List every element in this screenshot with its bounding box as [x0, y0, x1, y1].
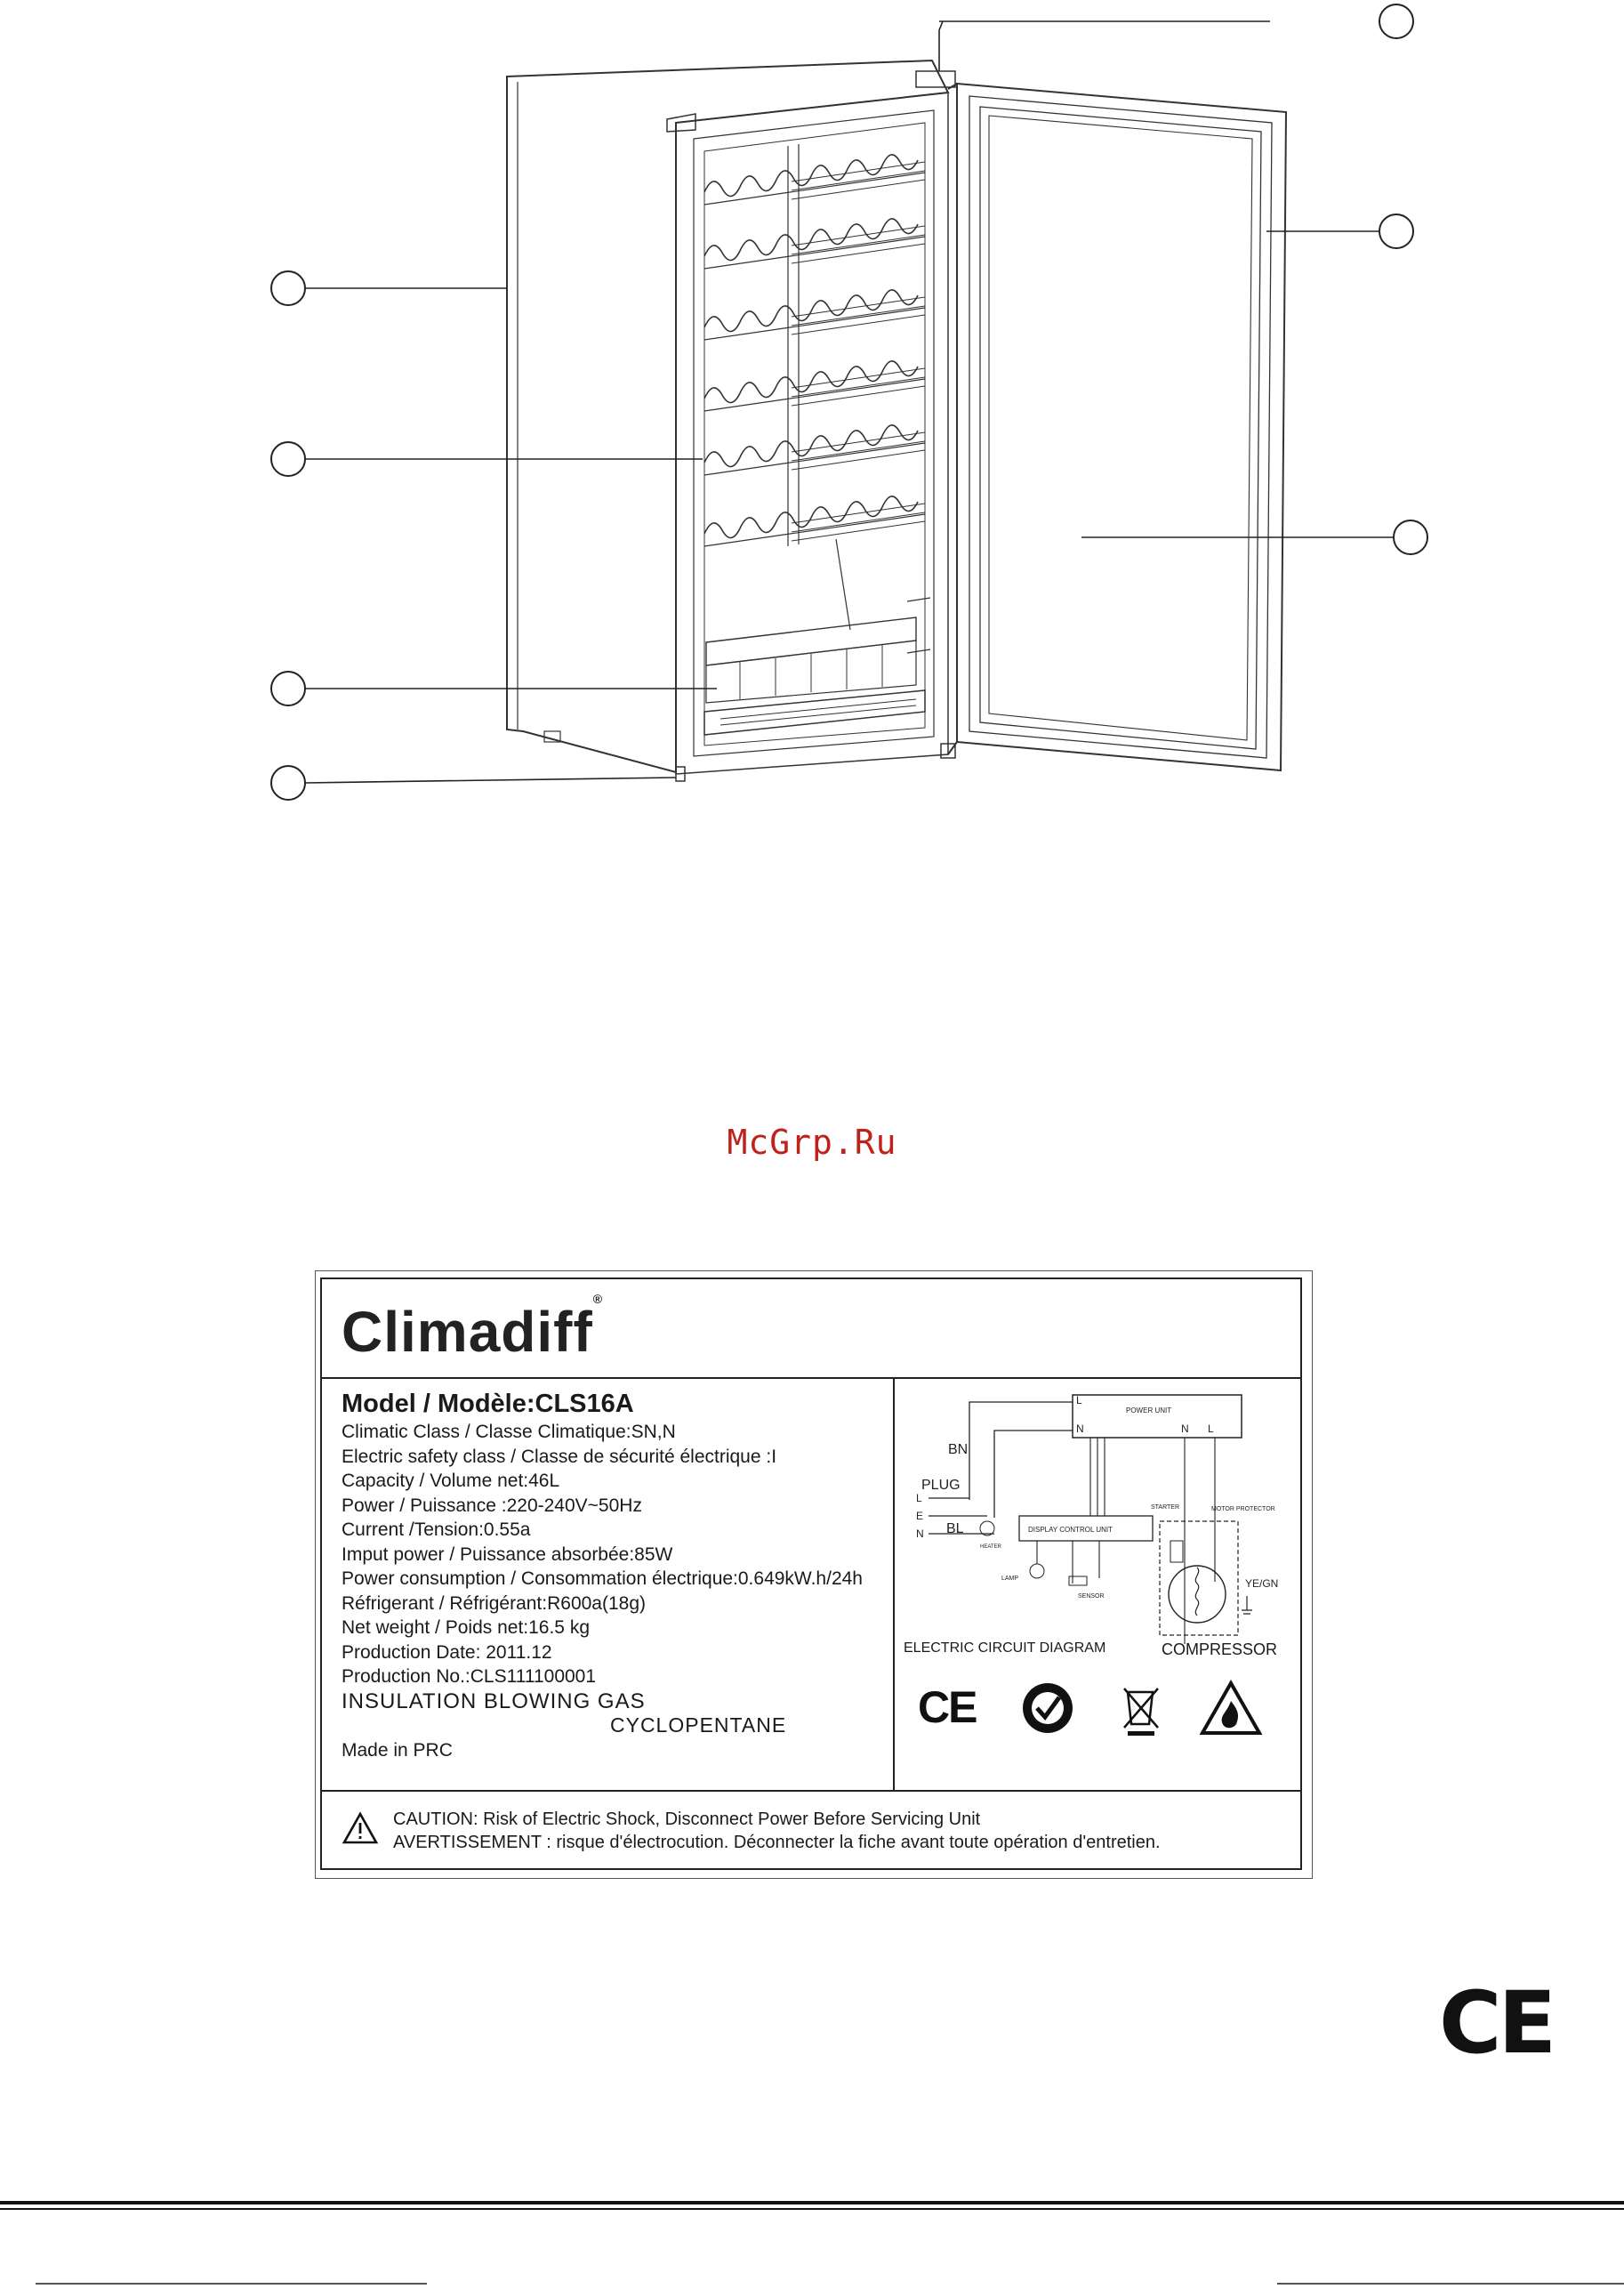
callout-7 [270, 765, 677, 801]
glass-door [947, 82, 1288, 772]
plug-label: PLUG [921, 1478, 961, 1493]
wine-rack-shelf [703, 218, 926, 270]
caution-french: AVERTISSEMENT : risque d'électrocution. … [393, 1833, 1161, 1852]
footer-rule-thin [0, 2208, 1624, 2210]
warning-triangle-icon [342, 1811, 379, 1844]
wine-rack-shelf [703, 424, 926, 476]
production-no: Production No.:CLS111100001 [342, 1666, 597, 1687]
display-control-label: DISPLAY CONTROL UNIT [1028, 1526, 1113, 1534]
power-unit-n: N [1076, 1423, 1084, 1435]
input-power: Imput power / Puissance absorbée:85W [342, 1543, 673, 1565]
power-unit-out-n: N [1181, 1423, 1189, 1435]
footer-rule-left [36, 2283, 427, 2285]
callout-3 [1081, 520, 1428, 555]
current: Current /Tension:0.55a [342, 1519, 531, 1540]
caution-english: CAUTION: Risk of Electric Shock, Disconn… [393, 1809, 981, 1829]
wine-racks [703, 144, 926, 547]
ce-mark-icon: CE [918, 1682, 978, 1732]
wire-bn: BN [948, 1442, 968, 1457]
wine-rack-shelf [703, 360, 926, 412]
callout-4 [270, 270, 507, 306]
wine-rack-shelf [703, 289, 926, 341]
power-unit-label: POWER UNIT [1126, 1406, 1171, 1415]
circuit-panel: POWER UNIT L N N L BN BL PLUG L E N HEAT… [895, 1377, 1302, 1790]
plug-l: L [916, 1492, 922, 1504]
wine-rack-shelf [703, 154, 926, 206]
motor-protector-label: MOTOR PROTECTOR [1211, 1506, 1275, 1512]
lamp-label: LAMP [1001, 1576, 1018, 1582]
insulation-gas-value: CYCLOPENTANE [610, 1713, 787, 1737]
callout-5 [270, 441, 703, 477]
circuit-diagram: POWER UNIT L N N L BN BL PLUG L E N HEAT… [916, 1394, 1278, 1736]
footer-rule-right [1277, 2283, 1624, 2285]
plug-n: N [916, 1527, 924, 1540]
wire-bl: BL [946, 1521, 964, 1536]
capacity: Capacity / Volume net:46L [342, 1471, 560, 1491]
ce-mark-text: CE [918, 1682, 977, 1732]
footer-rule-thick [0, 2201, 1624, 2204]
callout-2 [1266, 214, 1414, 249]
production-date: Production Date: 2011.12 [342, 1641, 552, 1663]
power-unit-out-l: L [1208, 1423, 1214, 1435]
brand-logo: Climadiff® [342, 1292, 603, 1365]
rating-label: Climadiff® Model / Modèle:CLS16A Climati… [320, 1277, 1302, 1870]
watermark: McGrp.Ru [727, 1123, 897, 1162]
power-consumption: Power consumption / Consommation électri… [342, 1568, 863, 1589]
refrigerant: Réfrigerant / Réfrigérant:R600a(18g) [342, 1592, 647, 1614]
conformity-check-icon [1023, 1683, 1073, 1733]
footer-ce-mark: CE [1439, 1973, 1556, 2073]
safety-class: Electric safety class / Classe de sécuri… [342, 1446, 777, 1467]
net-weight: Net weight / Poids net:16.5 kg [342, 1617, 590, 1638]
sensor-label: SENSOR [1078, 1593, 1105, 1600]
flammable-warning-icon [1199, 1679, 1263, 1735]
callout-6 [270, 671, 717, 706]
model-line: Model / Modèle:CLS16A [342, 1390, 634, 1418]
plug-e: E [916, 1510, 923, 1522]
specs-panel: Model / Modèle:CLS16A Climatic Class / C… [322, 1377, 895, 1790]
circuit-title: ELECTRIC CIRCUIT DIAGRAM [904, 1640, 1106, 1656]
registered-mark: ® [592, 1292, 604, 1306]
heater-label: HEATER [980, 1544, 1002, 1550]
insulation-gas-label: INSULATION BLOWING GAS [342, 1689, 646, 1713]
wine-cooler-diagram [270, 4, 1428, 801]
power-unit-l: L [1076, 1394, 1082, 1406]
power: Power / Puissance :220-240V~50Hz [342, 1495, 642, 1516]
label-frame [315, 1270, 1313, 1879]
callout-1 [938, 4, 1414, 71]
bottom-basket [703, 538, 931, 736]
wine-rack-shelf [703, 496, 926, 547]
ye-gn-label: YE/GN [1245, 1577, 1278, 1590]
climatic-class: Climatic Class / Classe Climatique:SN,N [342, 1422, 676, 1442]
made-in: Made in PRC [342, 1739, 453, 1761]
brand-name: Climadiff [342, 1300, 593, 1364]
compressor-title: COMPRESSOR [1162, 1640, 1278, 1658]
cabinet [506, 59, 956, 782]
caution-row: CAUTION: Risk of Electric Shock, Disconn… [322, 1790, 1300, 1872]
weee-crossed-bin-icon [1123, 1688, 1159, 1736]
starter-label: STARTER [1151, 1504, 1179, 1511]
brand-row: Climadiff® [322, 1279, 1300, 1379]
